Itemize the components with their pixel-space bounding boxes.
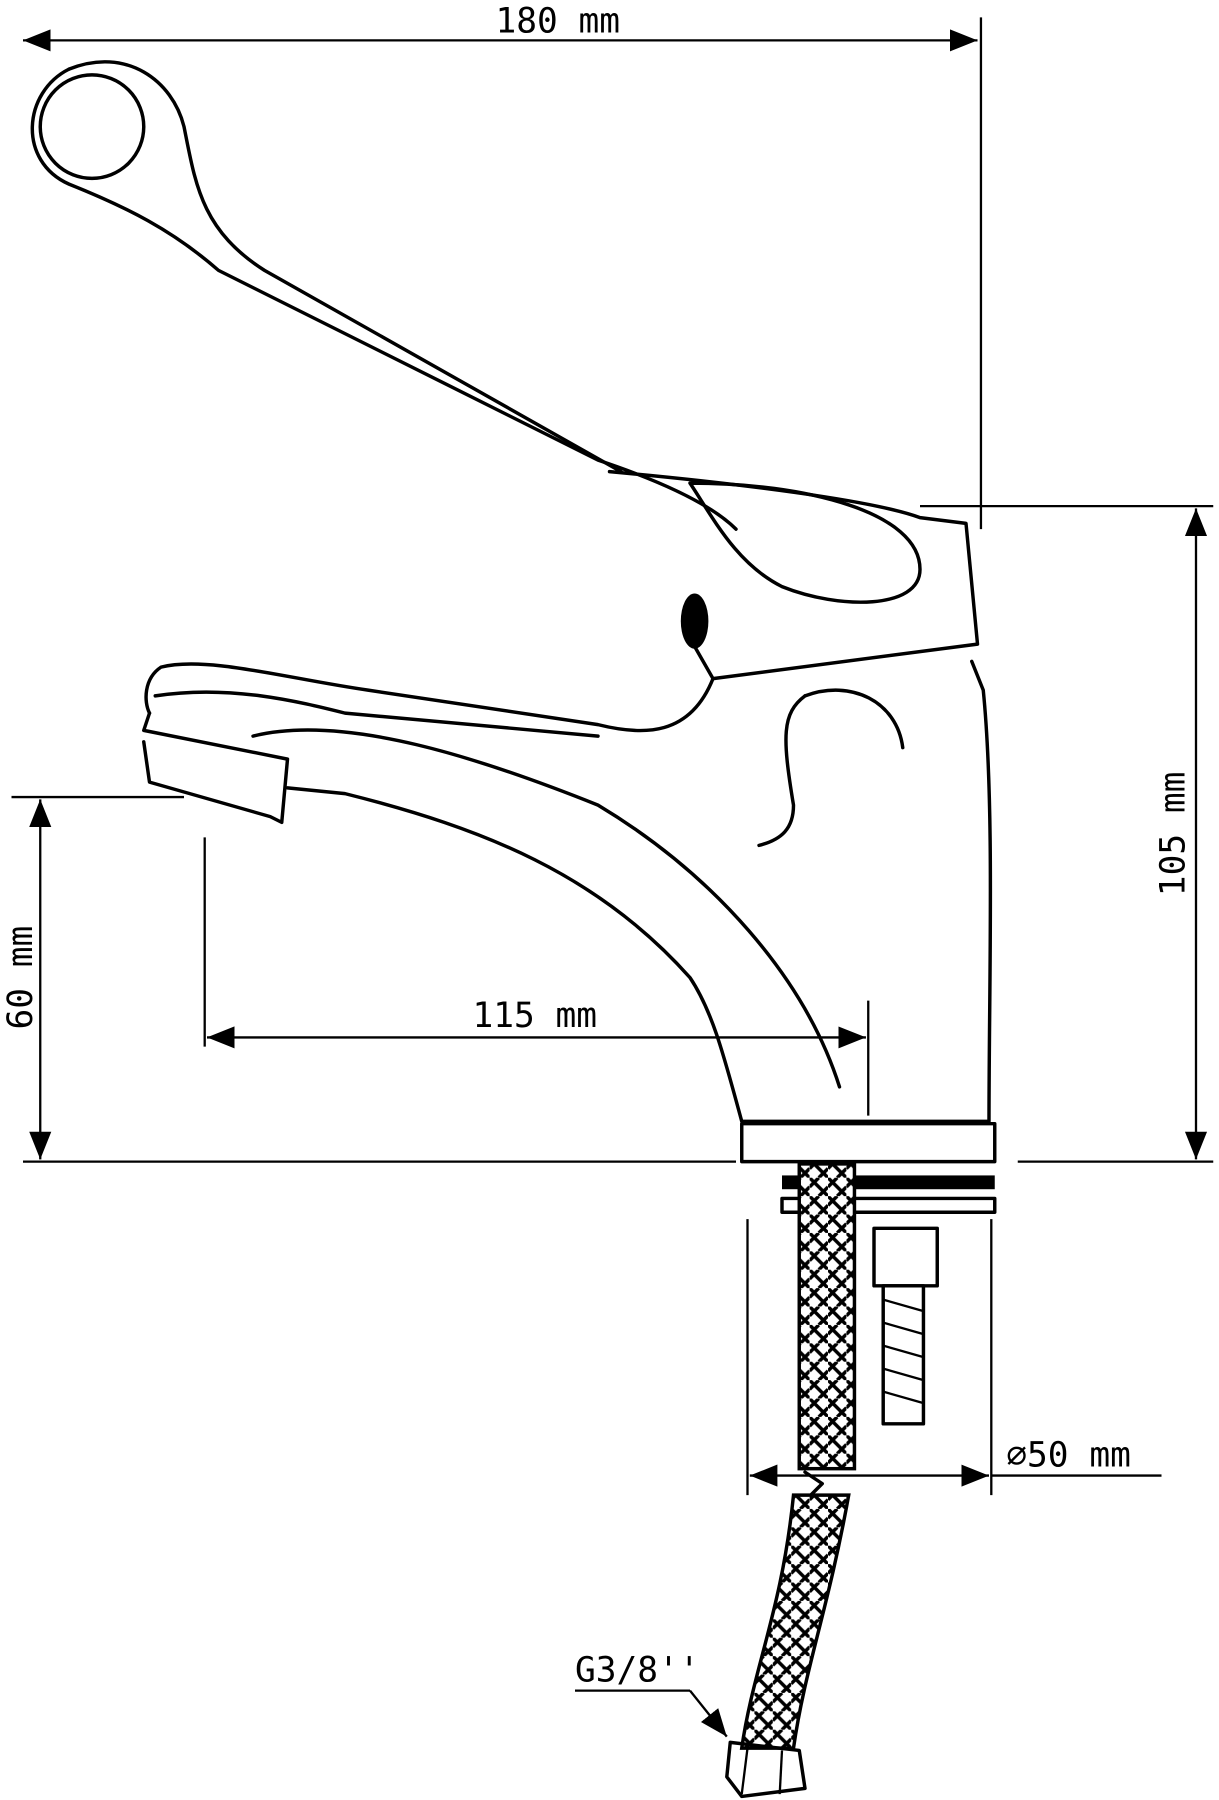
lever-handle (30, 60, 980, 681)
screw-cap-icon (680, 593, 709, 649)
height-label: 105 mm (1154, 772, 1194, 897)
base-diameter-label: ⌀50 mm (1006, 1435, 1131, 1475)
hose-nut (725, 1740, 807, 1799)
dimension-lines (11, 17, 1214, 1738)
length-label: 180 mm (495, 1, 620, 41)
spout-reach-label: 115 mm (472, 996, 597, 1036)
spout-height-label: 60 mm (1, 926, 41, 1030)
thread-label: G3/8'' (575, 1650, 700, 1690)
braided-hose (725, 1162, 857, 1799)
